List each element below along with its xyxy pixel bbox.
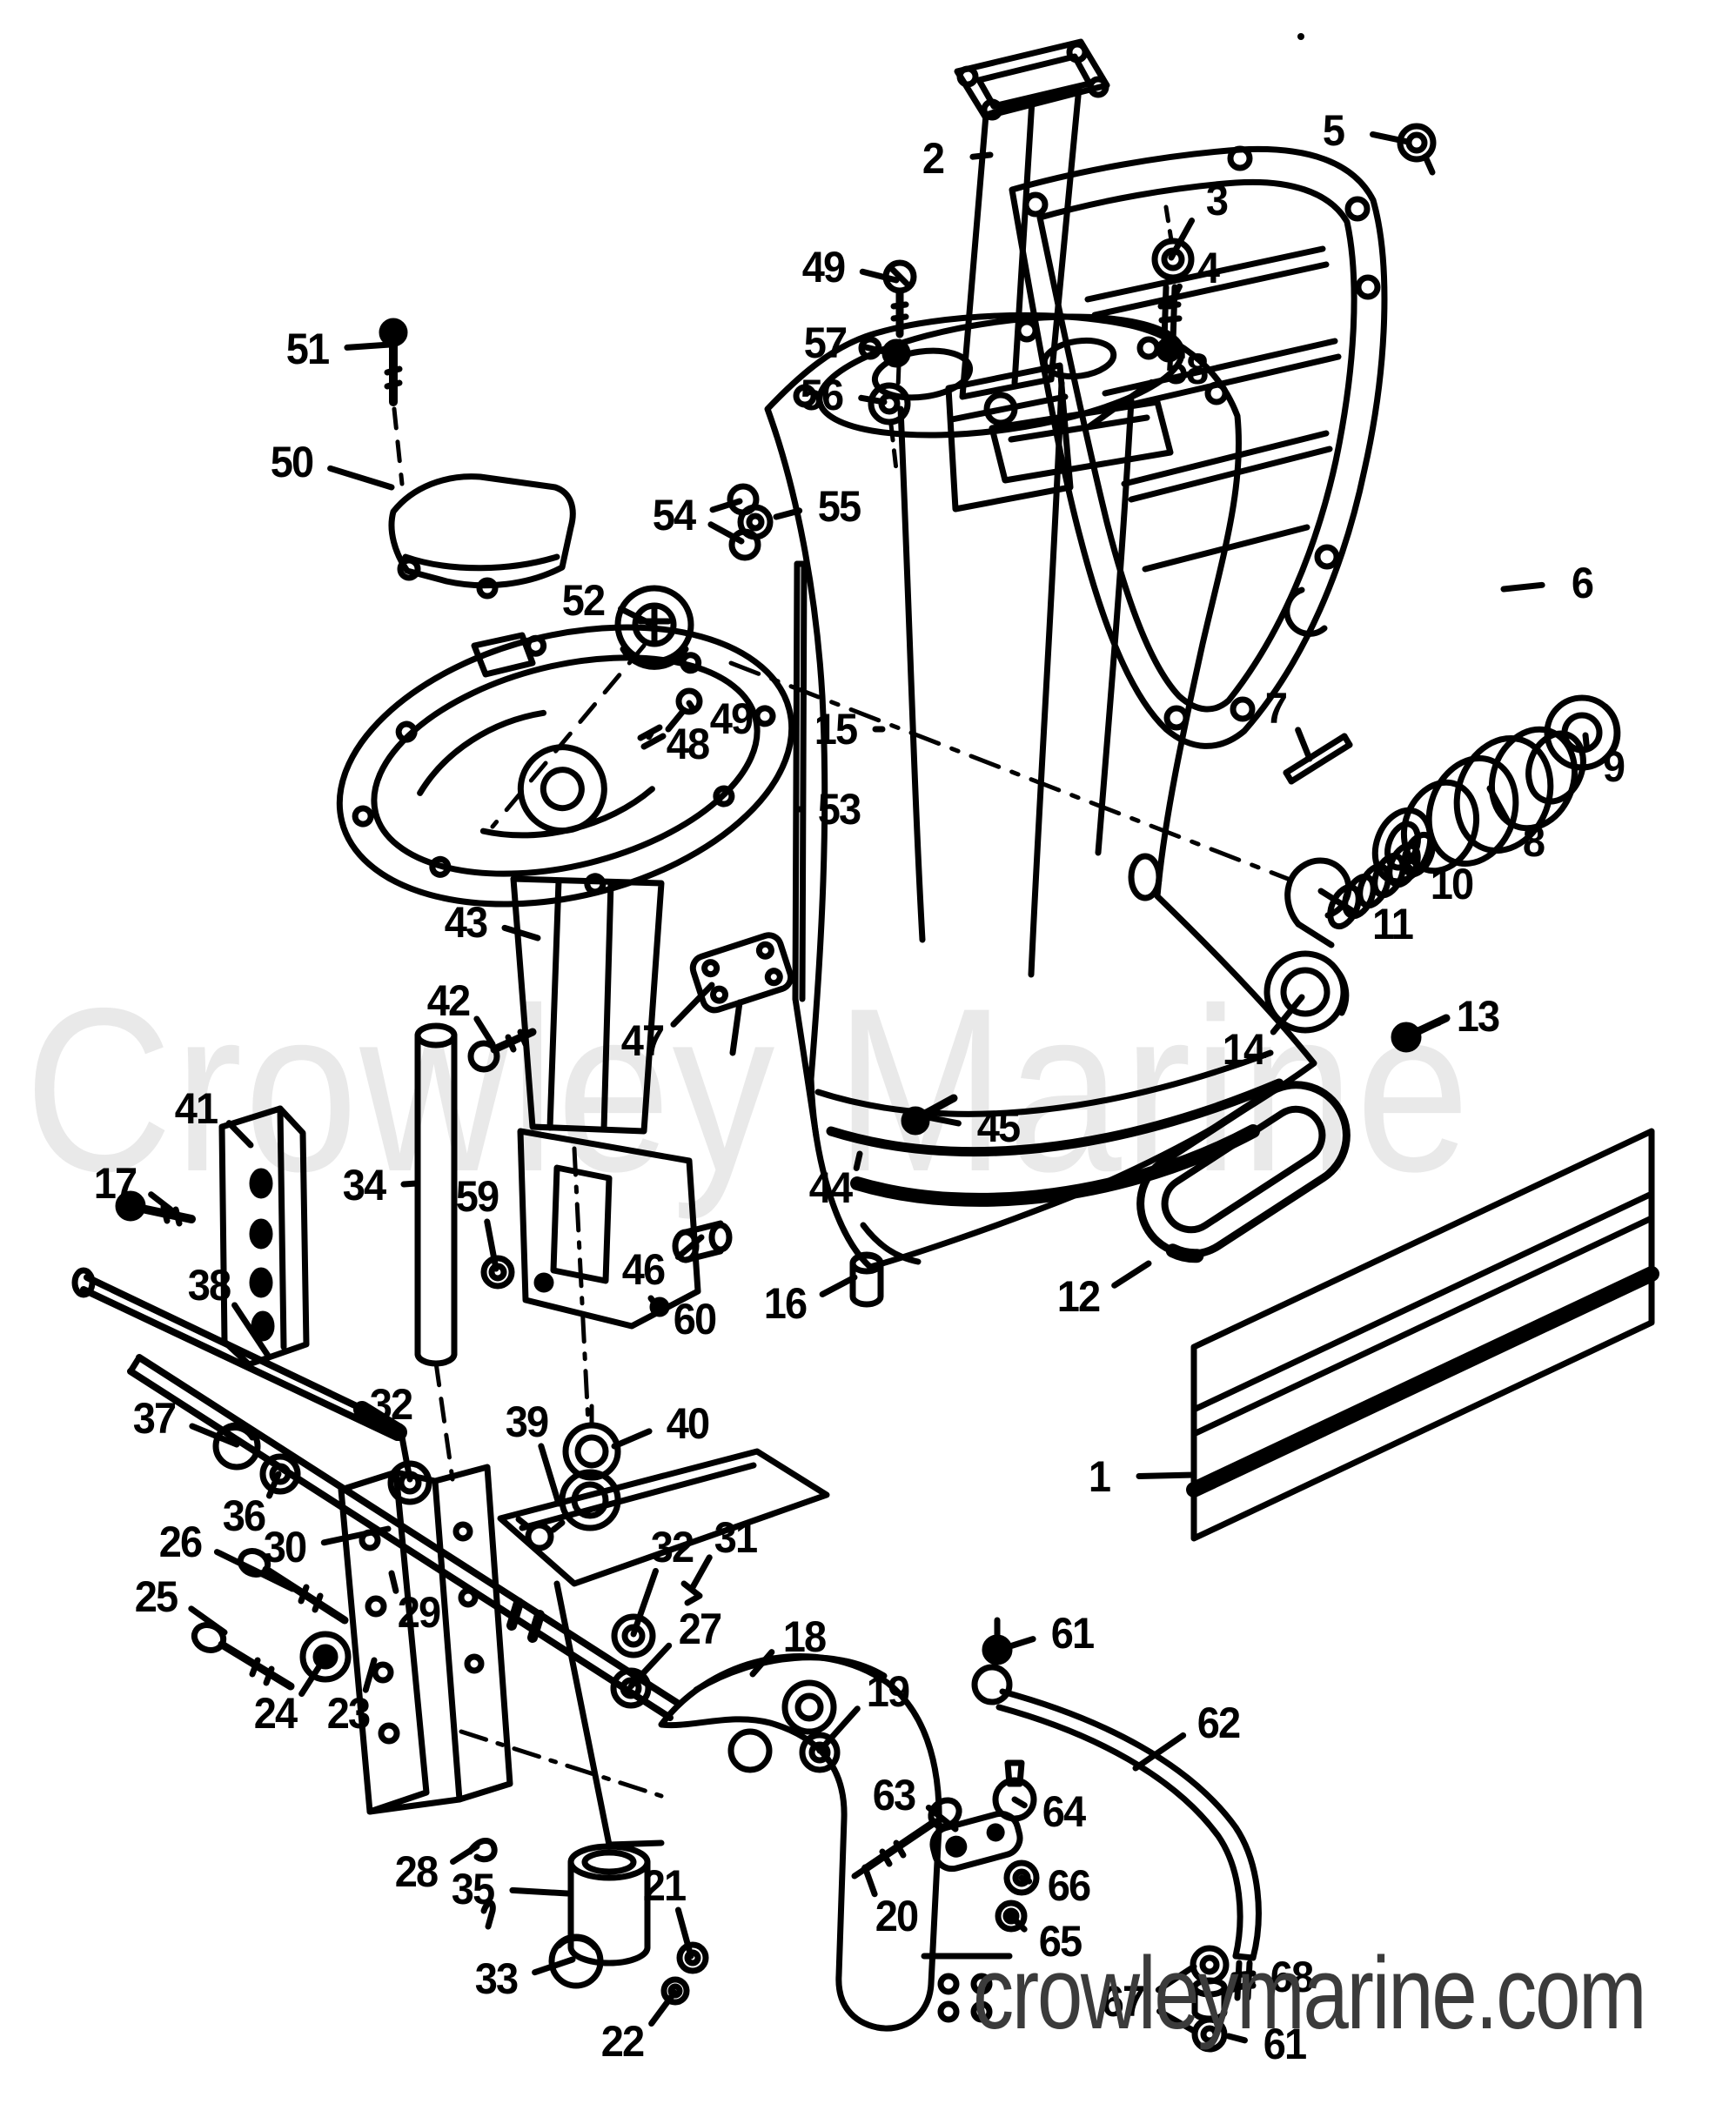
part-callout-61: 61 <box>1263 2020 1307 2068</box>
part-callout-54: 54 <box>652 491 696 539</box>
part-callout-45: 45 <box>976 1102 1021 1151</box>
top-fasteners <box>727 123 1437 881</box>
part-callout-25: 25 <box>134 1572 178 1621</box>
tilt-tube <box>71 1267 682 1721</box>
shift-rod <box>792 560 820 1140</box>
upper-cover <box>379 318 576 600</box>
part-callout-60: 60 <box>673 1295 717 1343</box>
part-callout-29: 29 <box>397 1588 441 1637</box>
part-callout-14: 14 <box>1222 1025 1266 1074</box>
part-callout-27: 27 <box>678 1605 722 1653</box>
part-callout-66: 66 <box>1047 1861 1091 1910</box>
swivel-bracket-top <box>497 1393 830 1848</box>
part-callout-32: 32 <box>369 1380 413 1429</box>
part-callout-2: 2 <box>922 134 945 183</box>
part-callout-1: 1 <box>1088 1452 1111 1501</box>
part-callout-30: 30 <box>263 1523 307 1571</box>
part-callout-46: 46 <box>621 1245 666 1294</box>
part-callout-53: 53 <box>817 785 861 834</box>
part-callout-26: 26 <box>158 1518 203 1566</box>
part-callout-21: 21 <box>642 1861 687 1910</box>
wear-plate <box>1186 1128 1659 1542</box>
part-callout-10: 10 <box>1430 860 1474 908</box>
part-callout-15: 15 <box>814 705 858 754</box>
part-callout-42: 42 <box>426 976 471 1025</box>
part-callout-33: 33 <box>474 1954 519 2003</box>
site-url-text: crowleymarine.com <box>973 1936 1647 2051</box>
part-callout-62: 62 <box>1196 1699 1241 1747</box>
part-callout-52: 52 <box>561 576 606 625</box>
part-callout-65: 65 <box>1038 1917 1082 1966</box>
part-callout-35: 35 <box>451 1865 495 1913</box>
part-callout-38: 38 <box>187 1261 231 1310</box>
part-callout-58: 58 <box>1164 345 1209 393</box>
part-callout-67: 67 <box>1101 1977 1145 2026</box>
part-callout-37: 37 <box>132 1394 177 1443</box>
part-callout-20: 20 <box>875 1892 919 1940</box>
adapter-plate <box>336 585 795 908</box>
part-callout-49: 49 <box>801 243 846 291</box>
part-callout-8: 8 <box>1522 817 1545 866</box>
pivot-tube <box>414 1022 458 1482</box>
part-callout-4: 4 <box>1196 244 1220 292</box>
part-callout-23: 23 <box>326 1689 371 1738</box>
part-callout-64: 64 <box>1042 1787 1086 1836</box>
seal-ring <box>1136 1081 1351 1263</box>
part-callout-41: 41 <box>174 1084 218 1133</box>
part-callout-34: 34 <box>342 1161 386 1209</box>
part-callout-47: 47 <box>620 1016 665 1065</box>
part-callout-22: 22 <box>600 2017 645 2066</box>
part-callout-3: 3 <box>1205 176 1229 224</box>
part-callout-31: 31 <box>714 1513 758 1562</box>
part-callout-40: 40 <box>666 1399 710 1448</box>
watermark-text: Crowley Marine <box>24 959 1471 1220</box>
clamp-bracket <box>338 1464 513 1815</box>
part-callout-50: 50 <box>270 438 314 486</box>
part-callout-5: 5 <box>1322 106 1345 155</box>
part-callout-17: 17 <box>93 1159 137 1208</box>
part-callout-32: 32 <box>650 1523 694 1571</box>
driveshaft-housing <box>764 312 1317 1270</box>
part-callout-18: 18 <box>782 1612 827 1661</box>
part-callout-9: 9 <box>1602 742 1625 791</box>
part-callout-19: 19 <box>866 1667 910 1716</box>
part-callout-48: 48 <box>666 720 710 768</box>
side-cover <box>1009 145 1388 749</box>
part-callout-28: 28 <box>394 1847 439 1896</box>
pivot-bushings <box>480 1797 962 2006</box>
part-callout-59: 59 <box>455 1172 499 1221</box>
part-callout-55: 55 <box>817 482 861 531</box>
part-callout-24: 24 <box>253 1689 298 1738</box>
part-callout-63: 63 <box>872 1771 916 1819</box>
part-callout-43: 43 <box>444 898 488 947</box>
part-callout-6: 6 <box>1571 559 1594 607</box>
part-callout-36: 36 <box>222 1491 266 1540</box>
lower-mount-bracket <box>517 932 958 1330</box>
part-callout-11: 11 <box>1372 900 1414 948</box>
stray-dot <box>1297 33 1304 40</box>
part-callout-49: 49 <box>709 694 754 743</box>
steering-link <box>929 1617 1262 2053</box>
part-callout-68: 68 <box>1270 1953 1314 2001</box>
part-callout-51: 51 <box>285 325 330 373</box>
part-callout-44: 44 <box>808 1163 853 1212</box>
part-callout-56: 56 <box>800 371 844 419</box>
part-callout-39: 39 <box>505 1397 549 1446</box>
part-callout-7: 7 <box>1264 684 1288 733</box>
part-callout-57: 57 <box>803 318 848 367</box>
part-callout-12: 12 <box>1056 1272 1101 1321</box>
part-callout-16: 16 <box>763 1279 808 1328</box>
lower-adapter-column <box>467 875 665 1426</box>
part-callout-61: 61 <box>1050 1609 1095 1658</box>
part-callout-13: 13 <box>1456 992 1500 1041</box>
